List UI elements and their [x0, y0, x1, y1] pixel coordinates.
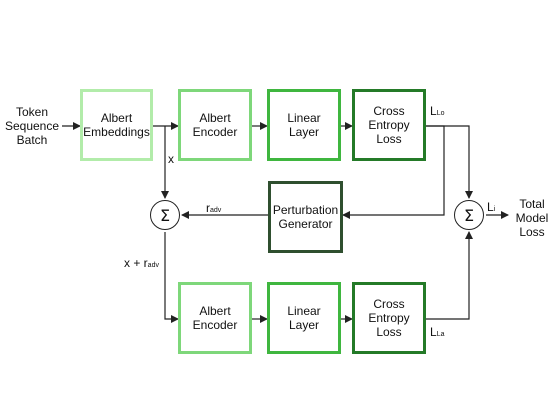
- l-lo-label: LLo: [430, 104, 445, 118]
- total-loss-sum-node: Σ: [454, 200, 484, 230]
- l-la-label: LLa: [430, 325, 445, 339]
- x-label: x: [168, 152, 174, 166]
- adversarial-sum-node: Σ: [150, 200, 180, 230]
- l-i-label: Li: [487, 200, 496, 214]
- arrow-lo-to-total-sum: [426, 125, 473, 199]
- sigma-icon: Σ: [159, 205, 171, 225]
- r-adv-label: radv: [206, 201, 222, 215]
- arrow-sum-to-bottom-encoder: [164, 232, 179, 323]
- x-plus-r-adv-label: x + radv: [124, 256, 159, 270]
- sigma-icon: Σ: [463, 205, 475, 225]
- arrow-la-to-total-sum: [426, 231, 473, 320]
